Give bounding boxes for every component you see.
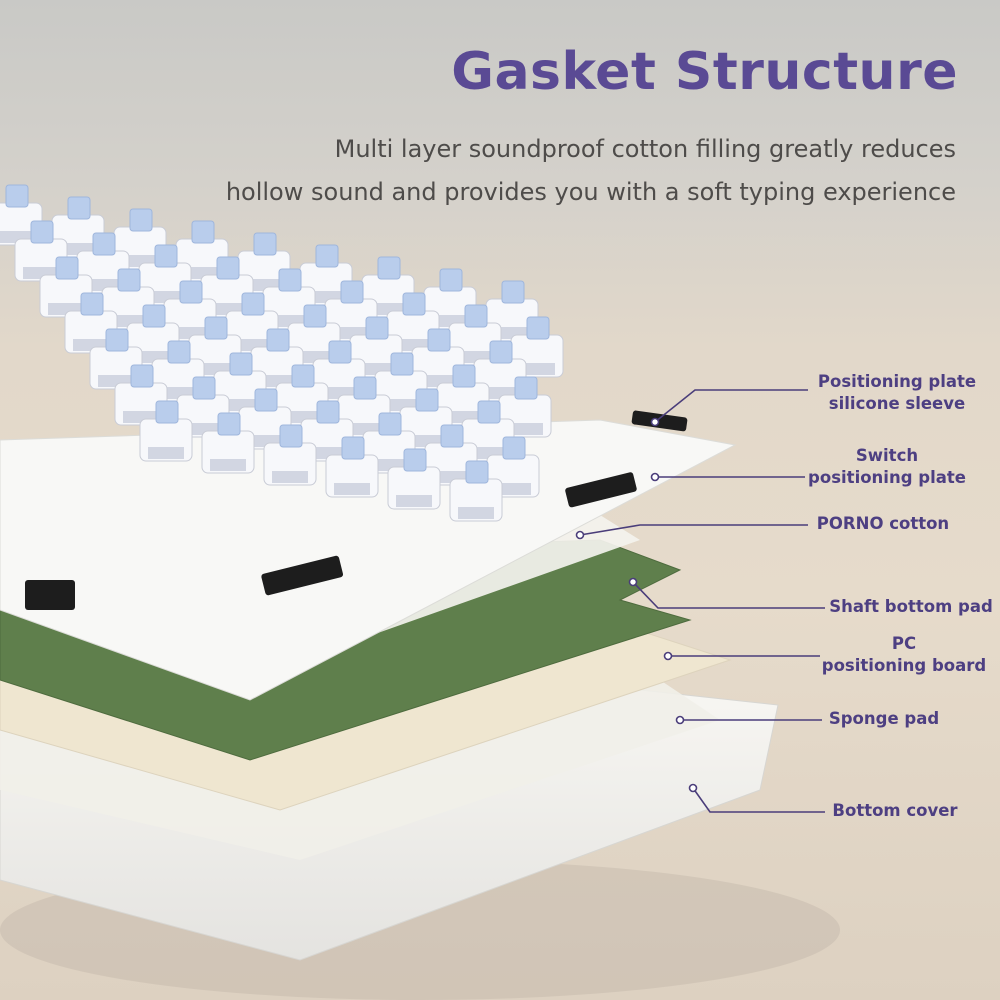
label-shaft-bottom-pad: Shaft bottom pad <box>829 597 993 616</box>
leader-dot <box>688 783 698 793</box>
label-line: PC <box>891 634 917 653</box>
switch <box>163 280 217 342</box>
leader-line <box>632 581 825 609</box>
leader-line <box>579 524 808 536</box>
label-positioning-plate-silicone-sleeve: Positioning plate silicone sleeve <box>818 371 976 415</box>
switch <box>449 460 503 522</box>
subtitle-line-1: Multi layer soundproof cotton filling gr… <box>334 135 956 163</box>
subtitle-line-2: hollow sound and provides you with a sof… <box>225 178 956 206</box>
leader-dot <box>675 715 685 725</box>
silicone-sleeve <box>631 410 688 432</box>
page-title: Gasket Structure <box>451 42 958 102</box>
label-pc-positioning-board: PC positioning board <box>822 633 986 677</box>
leader-dot <box>628 577 638 587</box>
label-line: silicone sleeve <box>828 394 966 413</box>
switch <box>201 412 255 474</box>
label-bottom-cover: Bottom cover <box>832 801 958 820</box>
silicone-sleeve <box>25 580 75 610</box>
label-line: Switch <box>855 446 919 465</box>
switch <box>39 256 93 318</box>
leader-dot <box>650 417 660 427</box>
silicone-sleeve <box>565 472 637 508</box>
label-line: positioning plate <box>808 468 966 487</box>
label-porno-cotton: PORNO cotton <box>816 514 950 533</box>
switch <box>387 448 441 510</box>
leader-dot <box>575 530 585 540</box>
switch <box>325 436 379 498</box>
label-switch-positioning-plate: Switch positioning plate <box>808 445 966 489</box>
leader-line <box>692 787 825 813</box>
silicone-sleeve <box>261 555 344 596</box>
leader-lines <box>579 389 825 813</box>
leader-line <box>654 389 808 423</box>
label-sponge-pad: Sponge pad <box>828 709 940 728</box>
leader-dot <box>663 651 673 661</box>
label-line: positioning board <box>821 656 987 675</box>
switch <box>263 424 317 486</box>
switch <box>139 400 193 462</box>
leader-dot <box>650 472 660 482</box>
label-line: Positioning plate <box>817 372 977 391</box>
switch <box>349 316 403 378</box>
switch <box>312 340 366 402</box>
